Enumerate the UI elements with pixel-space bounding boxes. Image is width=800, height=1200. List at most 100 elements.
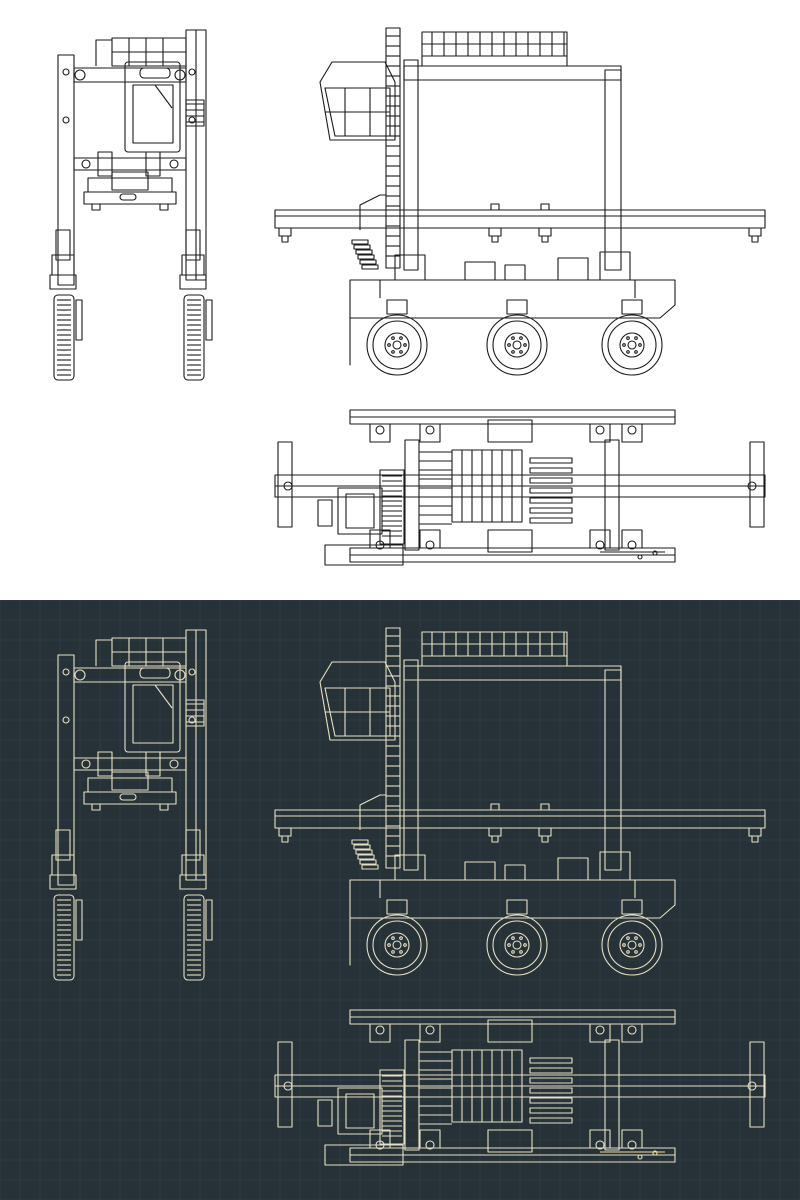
lug-nut bbox=[634, 336, 638, 340]
side-wheel bbox=[486, 899, 548, 976]
left-girder bbox=[404, 439, 420, 551]
rim bbox=[384, 932, 410, 958]
railing-stair bbox=[95, 39, 112, 66]
lug-nut bbox=[511, 336, 515, 340]
top-crossbeam bbox=[73, 667, 187, 683]
leg-bolt bbox=[188, 716, 196, 724]
tire-front bbox=[183, 894, 205, 981]
leg-bolt bbox=[62, 68, 70, 76]
ladder-rails bbox=[385, 27, 401, 269]
lug-nut bbox=[507, 343, 511, 347]
leg-block bbox=[55, 829, 71, 861]
side-view bbox=[274, 27, 766, 376]
spreader-main-beam bbox=[274, 809, 766, 829]
side-cab bbox=[319, 661, 396, 741]
left-girder bbox=[404, 1039, 420, 1151]
corner-pin bbox=[595, 540, 605, 550]
stair-step bbox=[353, 844, 371, 850]
spreader-motor bbox=[111, 171, 149, 191]
rim bbox=[619, 332, 645, 358]
leg-bolt bbox=[62, 116, 70, 124]
corner-bracket bbox=[589, 423, 611, 443]
stair-step bbox=[357, 854, 375, 860]
spreader-main-beam bbox=[274, 209, 766, 229]
side-wheel bbox=[601, 899, 663, 976]
tire-inner bbox=[607, 920, 657, 970]
stair-step bbox=[361, 864, 379, 870]
guide-bar bbox=[529, 467, 573, 474]
mid-pin bbox=[169, 759, 179, 769]
panel-content bbox=[0, 600, 800, 1200]
lug-nut bbox=[511, 350, 515, 354]
center-plate-bottom bbox=[487, 1129, 533, 1153]
left-wheel-assembly bbox=[49, 229, 83, 381]
cab-light bbox=[139, 67, 171, 79]
top-accents bbox=[600, 1150, 665, 1160]
hub bbox=[512, 940, 522, 950]
top-view bbox=[274, 1009, 766, 1166]
chassis-frame bbox=[349, 879, 676, 966]
twistlock bbox=[751, 835, 759, 843]
front-mast bbox=[403, 659, 419, 871]
lug-nut bbox=[626, 936, 630, 940]
top-girder bbox=[403, 665, 622, 681]
side-railing bbox=[421, 31, 568, 66]
mid-pin bbox=[81, 759, 91, 769]
side-stair bbox=[351, 794, 386, 870]
guide-bar bbox=[529, 507, 573, 514]
stair-step bbox=[359, 859, 377, 865]
beam-lug bbox=[540, 803, 550, 811]
corner-pin bbox=[627, 1140, 637, 1150]
twistlock bbox=[91, 203, 101, 211]
lug-nut bbox=[391, 936, 395, 940]
wheel-fork bbox=[621, 899, 643, 915]
wheel-fork bbox=[386, 299, 408, 315]
stair-step bbox=[361, 264, 379, 270]
beam-lug bbox=[490, 203, 500, 211]
lug-nut bbox=[634, 950, 638, 954]
hub-box bbox=[49, 874, 77, 890]
fuel-tank bbox=[324, 1144, 404, 1166]
beam-pin bbox=[74, 69, 86, 81]
cab-roof-window bbox=[345, 1093, 375, 1129]
leg-bolt bbox=[188, 116, 196, 124]
corner-pin bbox=[595, 425, 605, 435]
lug-nut bbox=[387, 343, 391, 347]
lug-nut bbox=[399, 950, 403, 954]
corner-pin bbox=[375, 425, 385, 435]
lug-nut bbox=[622, 943, 626, 947]
corner-bracket bbox=[419, 529, 441, 549]
side-wheel bbox=[486, 299, 548, 376]
stair-step bbox=[355, 849, 373, 855]
stair-step bbox=[351, 239, 369, 245]
tank bbox=[464, 261, 496, 281]
fuel-tank bbox=[324, 544, 404, 566]
corner-pin bbox=[627, 1025, 637, 1035]
side-wheel bbox=[601, 299, 663, 376]
lug-nut bbox=[399, 936, 403, 940]
lug-nut bbox=[519, 336, 523, 340]
wheel-fork bbox=[506, 899, 528, 915]
spreader-front bbox=[83, 771, 177, 811]
hub-box bbox=[179, 274, 207, 290]
leg-bolt bbox=[188, 68, 196, 76]
front-mast bbox=[403, 59, 419, 271]
left-end-bar bbox=[277, 441, 293, 528]
side-wheel bbox=[366, 299, 428, 376]
twistlock bbox=[751, 235, 759, 243]
tank bbox=[464, 861, 496, 881]
engine-housing bbox=[379, 469, 405, 545]
lug-nut bbox=[391, 336, 395, 340]
leg-block bbox=[55, 229, 71, 261]
lug-nut bbox=[387, 943, 391, 947]
top-crossbeam bbox=[73, 67, 187, 83]
guide-bar bbox=[529, 1057, 573, 1064]
rear-mast bbox=[604, 69, 622, 271]
beam-pin bbox=[74, 669, 86, 681]
side-ladder bbox=[385, 627, 401, 869]
tire-inner bbox=[372, 320, 422, 370]
lug-nut bbox=[622, 343, 626, 347]
spreader-motor bbox=[111, 771, 149, 791]
twistlock bbox=[541, 235, 549, 243]
lug-nut bbox=[399, 336, 403, 340]
